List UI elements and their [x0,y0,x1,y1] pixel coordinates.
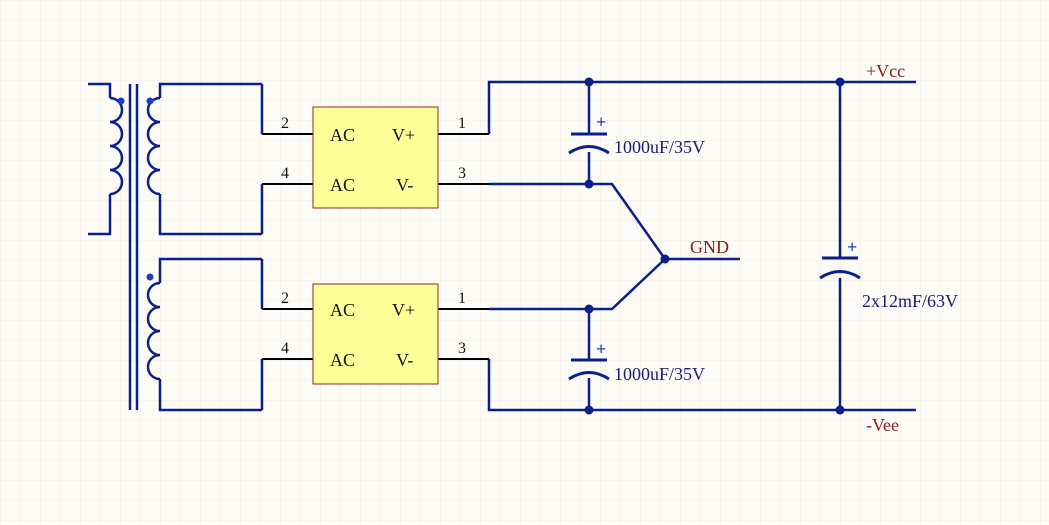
wire-bottom-plus [489,258,666,311]
capacitor-curved-plate [819,270,861,280]
primary-polarity-dot [117,97,125,105]
capacitor-curved-plate [568,145,610,155]
capacitor-bottom[interactable]: + 1000uF/35V [568,339,705,384]
junction-dot [584,77,594,87]
pin-label-vplus: V+ [392,300,415,320]
polarity-mark: + [596,339,606,359]
bridge-body [312,283,439,385]
secondary-1-polarity-dot [146,97,154,105]
capacitor-value: 1000uF/35V [614,137,705,157]
junction-dot [660,254,670,264]
capacitor-value: 1000uF/35V [614,364,705,384]
pin-number: 1 [458,115,466,132]
pin-label-ac: AC [330,125,355,145]
junction-dot [835,77,845,87]
pin-label-ac: AC [330,175,355,195]
transformer-secondary-winding-1 [146,82,262,236]
net-label-vee[interactable]: -Vee [866,415,899,435]
bridge-rectifier-bottom[interactable]: 2 4 1 3 AC AC V+ V- [262,283,489,385]
junction-dot [584,405,594,415]
capacitor-value: 2x12mF/63V [862,291,958,311]
capacitor-top[interactable]: + 1000uF/35V [568,112,705,157]
wire-top-minus [489,182,740,261]
transformer-primary-winding [88,82,124,236]
pin-number: 2 [281,290,289,307]
bridge-rectifier-top[interactable]: 2 4 1 3 AC AC V+ V- [262,106,489,209]
wires [260,80,916,412]
pin-label-vminus: V- [396,350,413,370]
pin-number: 3 [458,340,466,357]
pin-label-vplus: V+ [392,125,415,145]
pin-number: 3 [458,165,466,182]
pin-label-ac: AC [330,300,355,320]
transformer-secondary-winding-2 [146,257,262,412]
net-label-gnd[interactable]: GND [690,237,729,257]
pin-label-ac: AC [330,350,355,370]
transformer-core [128,84,139,410]
pin-number: 2 [281,115,289,132]
transformer[interactable] [88,82,262,412]
wire-vee-rail [487,359,916,412]
junction-dot [584,179,594,189]
wire-vcc-rail [487,80,916,134]
junctions [584,77,845,415]
net-label-vcc[interactable]: +Vcc [866,61,905,81]
junction-dot [584,304,594,314]
pin-label-vminus: V- [396,175,413,195]
junction-dot [835,405,845,415]
secondary-2-polarity-dot [146,273,154,281]
polarity-mark: + [847,237,857,257]
pin-number: 1 [458,290,466,307]
pin-number: 4 [281,340,289,357]
capacitor-main[interactable]: + 2x12mF/63V [819,237,958,311]
pin-number: 4 [281,165,289,182]
bridge-body [312,106,439,209]
polarity-mark: + [596,112,606,132]
capacitor-curved-plate [568,371,610,381]
